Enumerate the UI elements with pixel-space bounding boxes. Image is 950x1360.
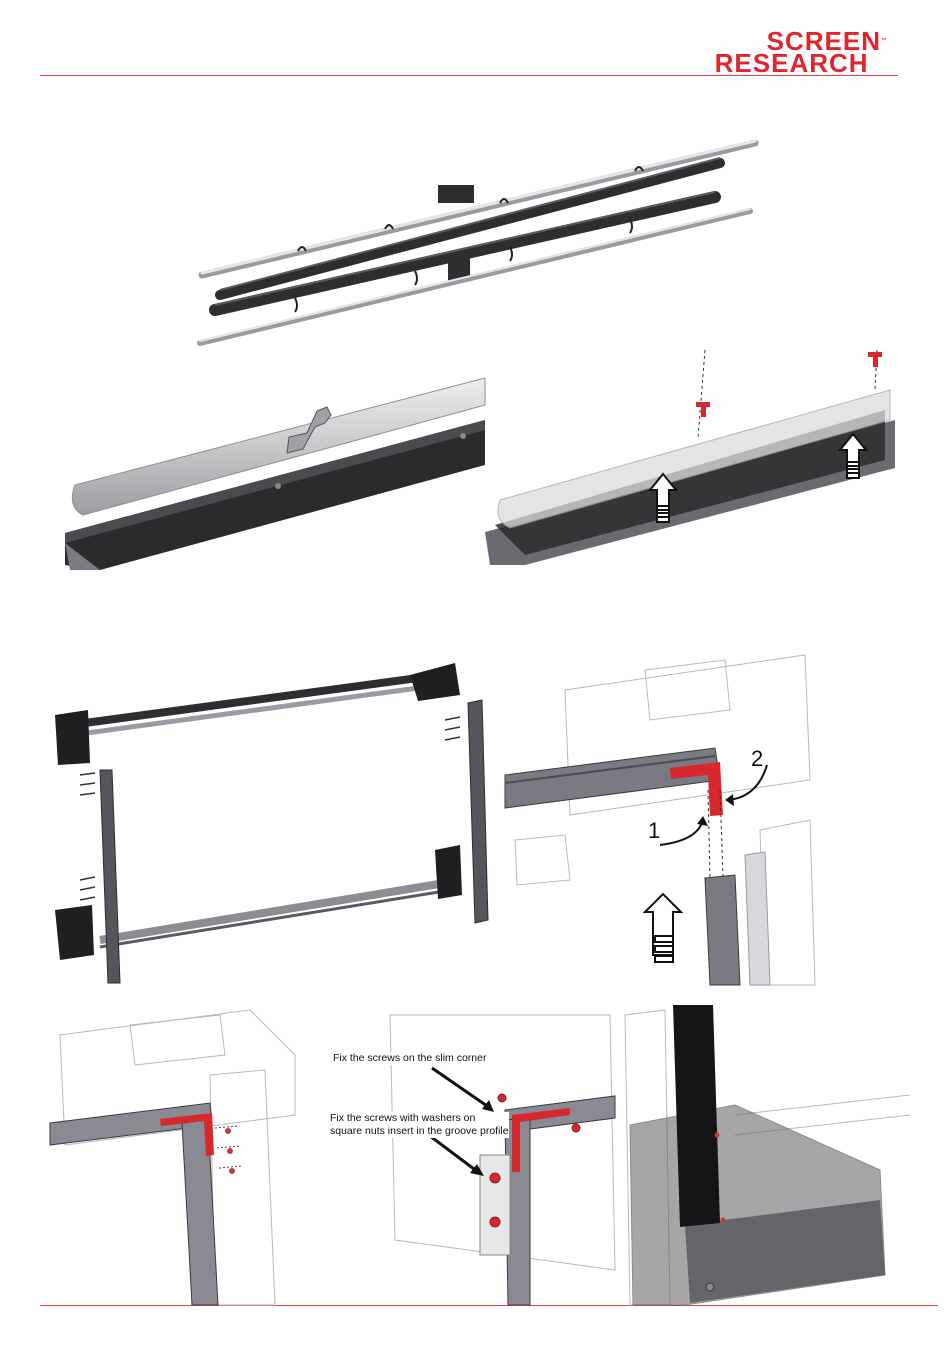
- logo-line-2: RESEARCH: [715, 52, 888, 74]
- footer-divider: [40, 1305, 938, 1306]
- up-arrow-icon: [645, 894, 681, 962]
- logo-trademark: ™: [881, 38, 888, 44]
- red-corner-bracket: [670, 762, 723, 816]
- frame-top-bar: [70, 673, 455, 725]
- note-washers: Fix the screws with washers on square nu…: [330, 1112, 509, 1138]
- step-label-1: 1: [648, 818, 660, 843]
- figure-vertical-profile-bracket: [625, 1005, 910, 1305]
- figure-corner-join: 1 2: [505, 640, 825, 985]
- center-bracket: [438, 185, 474, 203]
- note-slim-corner: Fix the screws on the slim corner: [333, 1052, 486, 1065]
- figure-rod-closeup-left: [55, 375, 485, 570]
- frame-right-profile: [468, 700, 488, 923]
- frame-bottom-bar: [100, 883, 445, 940]
- figure-top-bar-exploded: [190, 135, 770, 355]
- step-label-2: 2: [751, 746, 763, 771]
- step-1-arrow: [660, 818, 703, 845]
- figure-rod-closeup-right: [485, 350, 895, 570]
- figure-corner-screws: [50, 995, 305, 1305]
- frame-left-profile: [100, 770, 120, 983]
- note-washers-line-2: square nuts insert in the groove profile: [330, 1125, 509, 1138]
- corner-vertical-profile: [705, 875, 740, 985]
- pointer-arrow-washers: [430, 1136, 478, 1172]
- screw-icon: [225, 1128, 235, 1174]
- header-divider: [40, 75, 898, 76]
- note-washers-line-1: Fix the screws with washers on: [330, 1112, 509, 1125]
- pointer-arrow-slim-corner: [432, 1068, 490, 1108]
- screen-research-logo: SCREEN™ RESEARCH: [715, 30, 888, 74]
- figure-frame-assembly: [50, 655, 500, 985]
- dark-vertical-profile: [673, 1005, 720, 1227]
